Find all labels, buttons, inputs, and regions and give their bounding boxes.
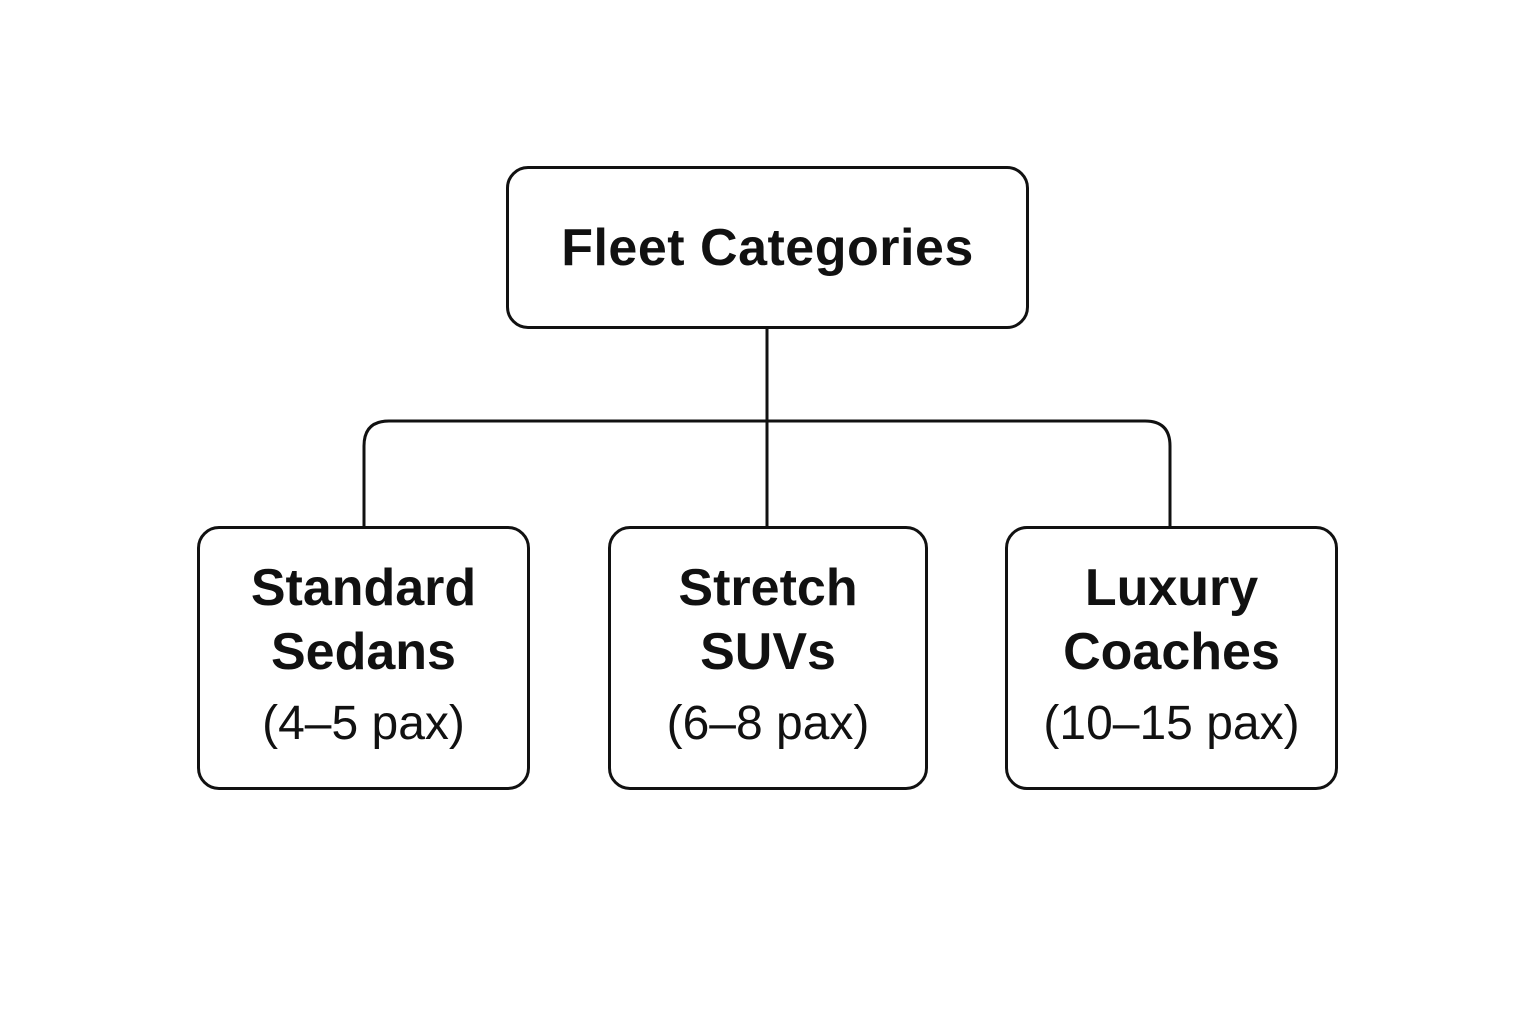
child-node-title-line1: Stretch	[678, 559, 858, 617]
child-node-capacity: (6–8 pax)	[666, 697, 870, 750]
branch-bus-line	[362, 419, 1172, 526]
child-node-stretch-suvs: Stretch SUVs (6–8 pax)	[608, 526, 928, 790]
child-node-title-line1: Standard	[250, 559, 477, 617]
root-node-label: Fleet Categories	[561, 218, 974, 277]
child-node-title-line2: SUVs	[700, 623, 836, 681]
root-node-fleet-categories: Fleet Categories	[506, 166, 1029, 329]
child-node-standard-sedans: Standard Sedans (4–5 pax)	[197, 526, 530, 790]
child-node-title-line2: Sedans	[271, 623, 456, 681]
child-node-title-line2: Coaches	[1063, 623, 1280, 681]
child-node-title-line1: Luxury	[1084, 559, 1259, 617]
child-node-luxury-coaches: Luxury Coaches (10–15 pax)	[1005, 526, 1338, 790]
child-node-capacity: (10–15 pax)	[1043, 697, 1300, 750]
child-node-capacity: (4–5 pax)	[262, 697, 465, 750]
